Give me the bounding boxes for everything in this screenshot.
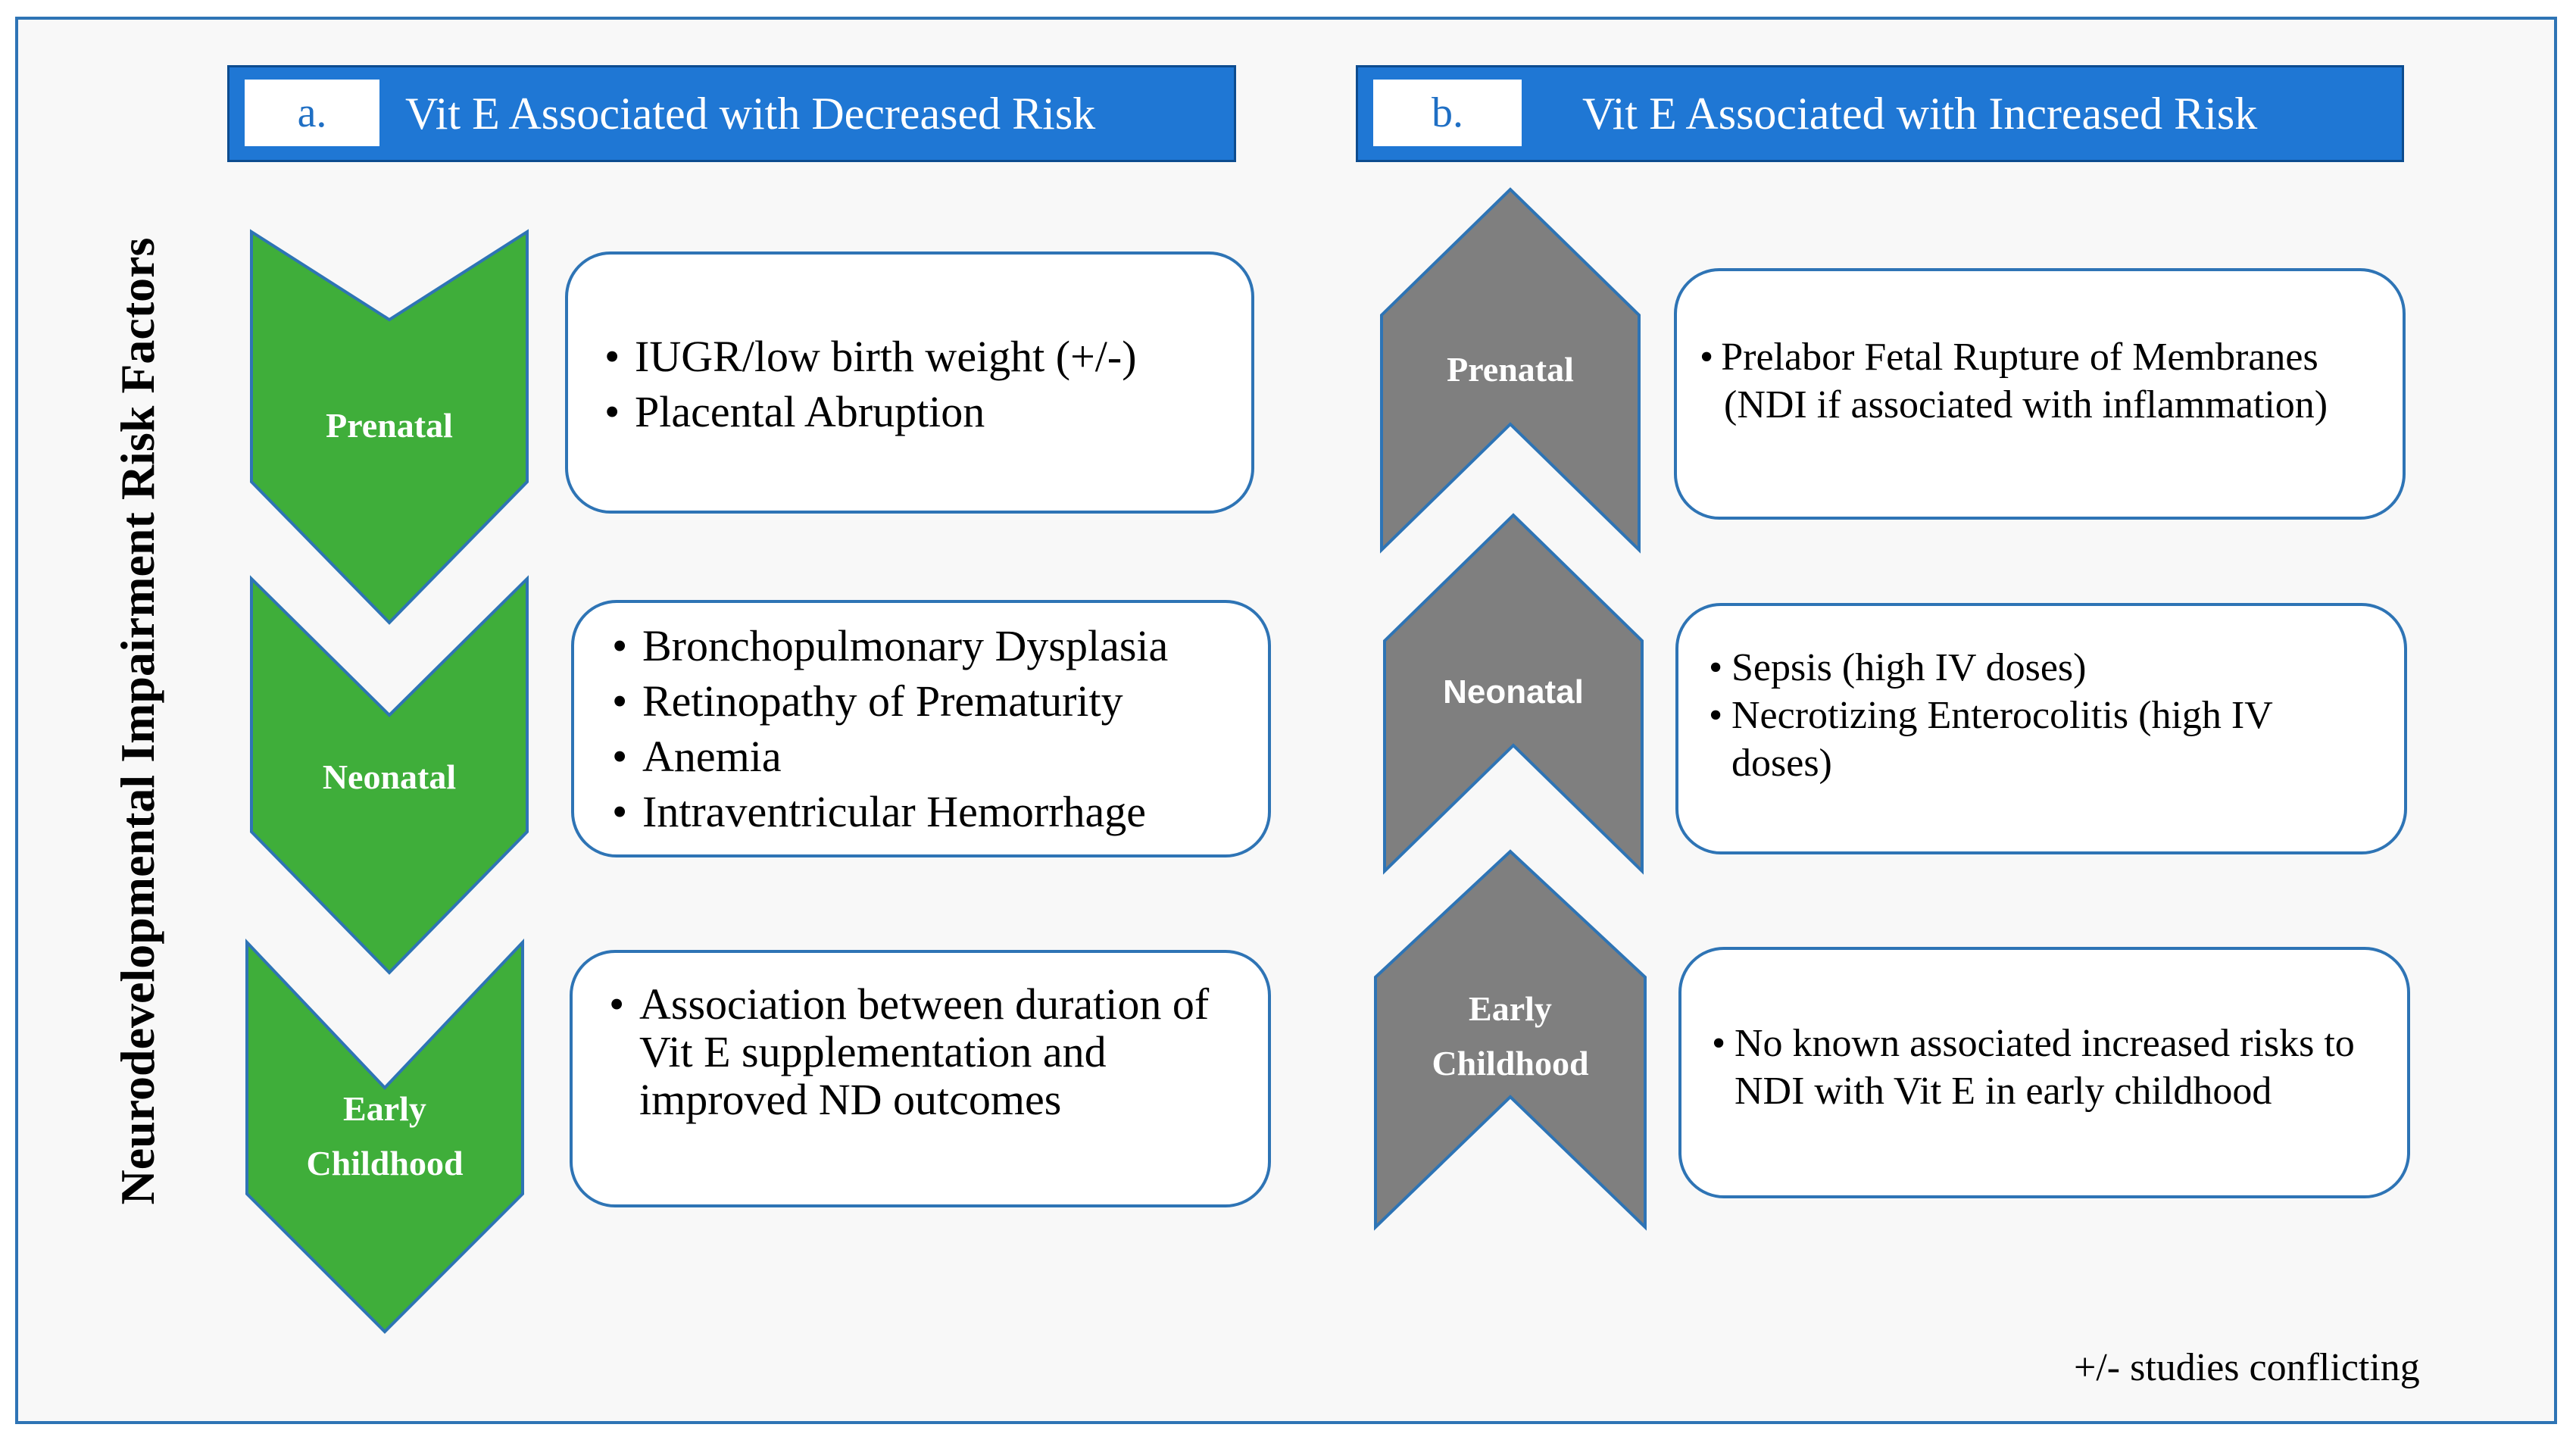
risk-box-a-prenatal: IUGR/low birth weight (+/-) Placental Ab… [565,251,1254,514]
stage-label-a-neonatal: Neonatal [251,750,527,804]
stage-label-a-prenatal: Prenatal [251,398,527,453]
risk-item: Retinopathy of Prematurity [606,673,1253,729]
stage-label-line: Childhood [306,1144,464,1182]
header-tag-b: b. [1373,80,1522,146]
risk-list: Association between duration of Vit E su… [603,980,1245,1123]
risk-item: Prelabor Fetal Rupture of Membranes (NDI… [1700,333,2387,429]
chevron-up-early-childhood [1374,849,1647,1231]
stage-label-line: Childhood [1432,1044,1589,1082]
chevron-down-prenatal [250,229,529,625]
risk-list: IUGR/low birth weight (+/-) Placental Ab… [598,329,1236,439]
stage-label-b-neonatal: Neonatal [1385,665,1642,720]
risk-box-b-neonatal: Sepsis (high IV doses) Necrotizing Enter… [1675,603,2407,854]
header-title-a: Vit E Associated with Decreased Risk [405,89,1096,139]
chevron-down-neonatal [250,575,529,975]
header-panel-b: b. Vit E Associated with Increased Risk [1356,65,2404,162]
stage-label-line: Prenatal [1447,350,1574,389]
risk-item: Placental Abruption [598,384,1236,439]
risk-item: No known associated increased risks to N… [1707,1020,2377,1115]
header-title-b: Vit E Associated with Increased Risk [1582,89,2258,139]
header-panel-a: a. Vit E Associated with Decreased Risk [227,65,1236,162]
risk-list: Bronchopulmonary Dysplasia Retinopathy o… [606,618,1253,839]
risk-box-a-early-childhood: Association between duration of Vit E su… [570,950,1271,1207]
risk-list: No known associated increased risks to N… [1707,1020,2377,1115]
stage-label-line: Neonatal [1443,673,1584,711]
risk-box-b-early-childhood: No known associated increased risks to N… [1678,947,2410,1198]
risk-item: Necrotizing Enterocolitis (high IV doses… [1704,692,2359,787]
stage-label-line: Prenatal [326,406,453,445]
risk-item: Association between duration of Vit E su… [603,980,1245,1123]
risk-item: IUGR/low birth weight (+/-) [598,329,1236,384]
chevron-up-prenatal [1380,187,1641,554]
stage-label-b-prenatal: Prenatal [1382,342,1639,397]
stage-label-line: Early [1469,989,1552,1028]
stage-label-b-early-childhood: Early Childhood [1375,982,1645,1091]
chevron-down-early-childhood [245,938,524,1334]
risk-item: Anemia [606,729,1253,784]
footnote: +/- studies conflicting [2074,1346,2420,1389]
risk-box-a-neonatal: Bronchopulmonary Dysplasia Retinopathy o… [571,600,1271,857]
risk-list: Prelabor Fetal Rupture of Membranes (NDI… [1700,333,2387,429]
header-tag-a: a. [245,80,379,146]
chevron-up-neonatal [1383,513,1644,875]
stage-label-a-early-childhood: Early Childhood [247,1082,523,1191]
risk-item: Bronchopulmonary Dysplasia [606,618,1253,673]
stage-label-line: Neonatal [322,757,457,796]
risk-item: Sepsis (high IV doses) [1704,644,2359,692]
risk-box-b-prenatal: Prelabor Fetal Rupture of Membranes (NDI… [1674,268,2406,520]
risk-list: Sepsis (high IV doses) Necrotizing Enter… [1704,644,2359,787]
stage-label-line: Early [343,1089,426,1128]
risk-item: Intraventricular Hemorrhage [606,784,1253,839]
